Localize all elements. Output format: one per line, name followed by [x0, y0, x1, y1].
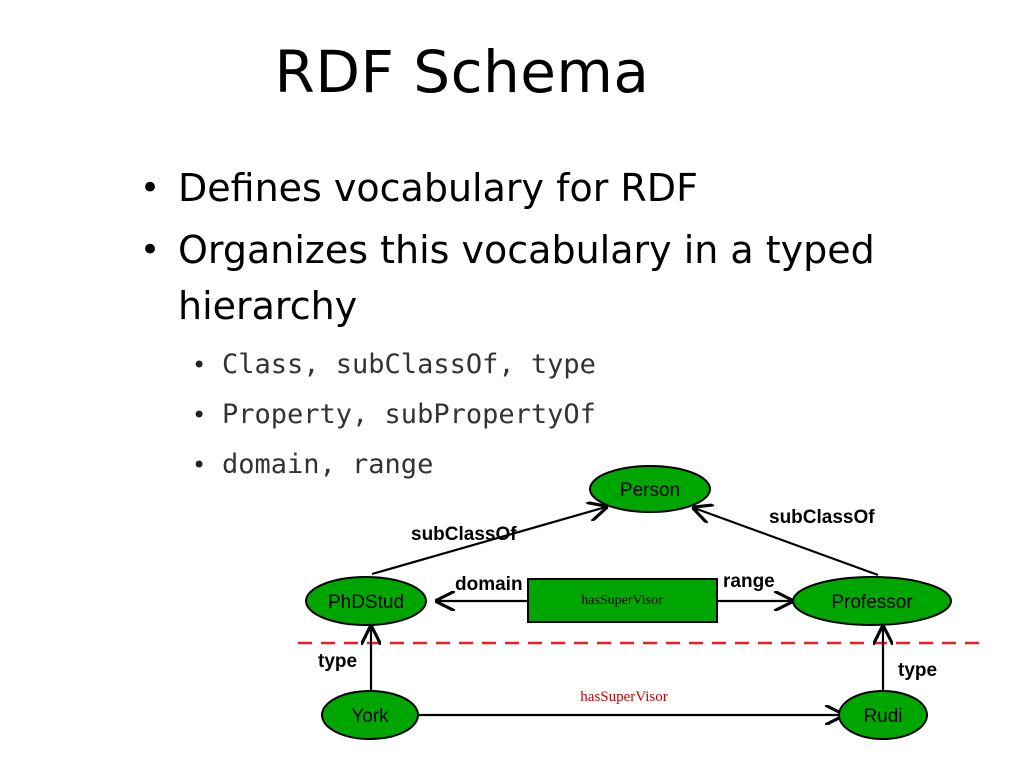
bullet-item: Organizes this vocabulary in a typed hie… — [140, 222, 960, 334]
label-domain: domain — [455, 574, 523, 595]
bullet-list: Defines vocabulary for RDF Organizes thi… — [140, 160, 960, 340]
edge-subclassof-left — [371, 507, 606, 576]
property-box — [527, 578, 718, 623]
property-box-label: hasSuperVisor — [581, 593, 663, 608]
node-professor — [792, 576, 952, 626]
sub-bullet-item: domain, range — [190, 440, 790, 490]
label-instance-relation: hasSuperVisor — [580, 689, 667, 705]
sub-bullet-item: Class, subClassOf, type — [190, 340, 790, 390]
label-type-left: type — [318, 651, 357, 672]
node-rudi — [838, 690, 928, 740]
node-york — [321, 690, 419, 740]
label-subclassof-left: subClassOf — [411, 524, 517, 545]
bullet-item: Defines vocabulary for RDF — [140, 160, 960, 216]
node-person-label: Person — [620, 480, 680, 501]
node-york-label: York — [351, 706, 389, 727]
sub-bullet-list: Class, subClassOf, type Property, subPro… — [190, 340, 790, 490]
node-professor-label: Professor — [831, 592, 913, 613]
label-subclassof-right: subClassOf — [769, 507, 875, 528]
edge-subclassof-right — [694, 508, 879, 577]
label-type-right: type — [898, 660, 937, 681]
node-rudi-label: Rudi — [863, 706, 902, 727]
slide-title: RDF Schema — [274, 38, 650, 106]
node-phdstud-label: PhDStud — [328, 592, 404, 613]
node-person — [589, 465, 711, 513]
label-range: range — [723, 571, 775, 592]
node-phdstud — [305, 576, 427, 626]
sub-bullet-item: Property, subPropertyOf — [190, 390, 790, 440]
